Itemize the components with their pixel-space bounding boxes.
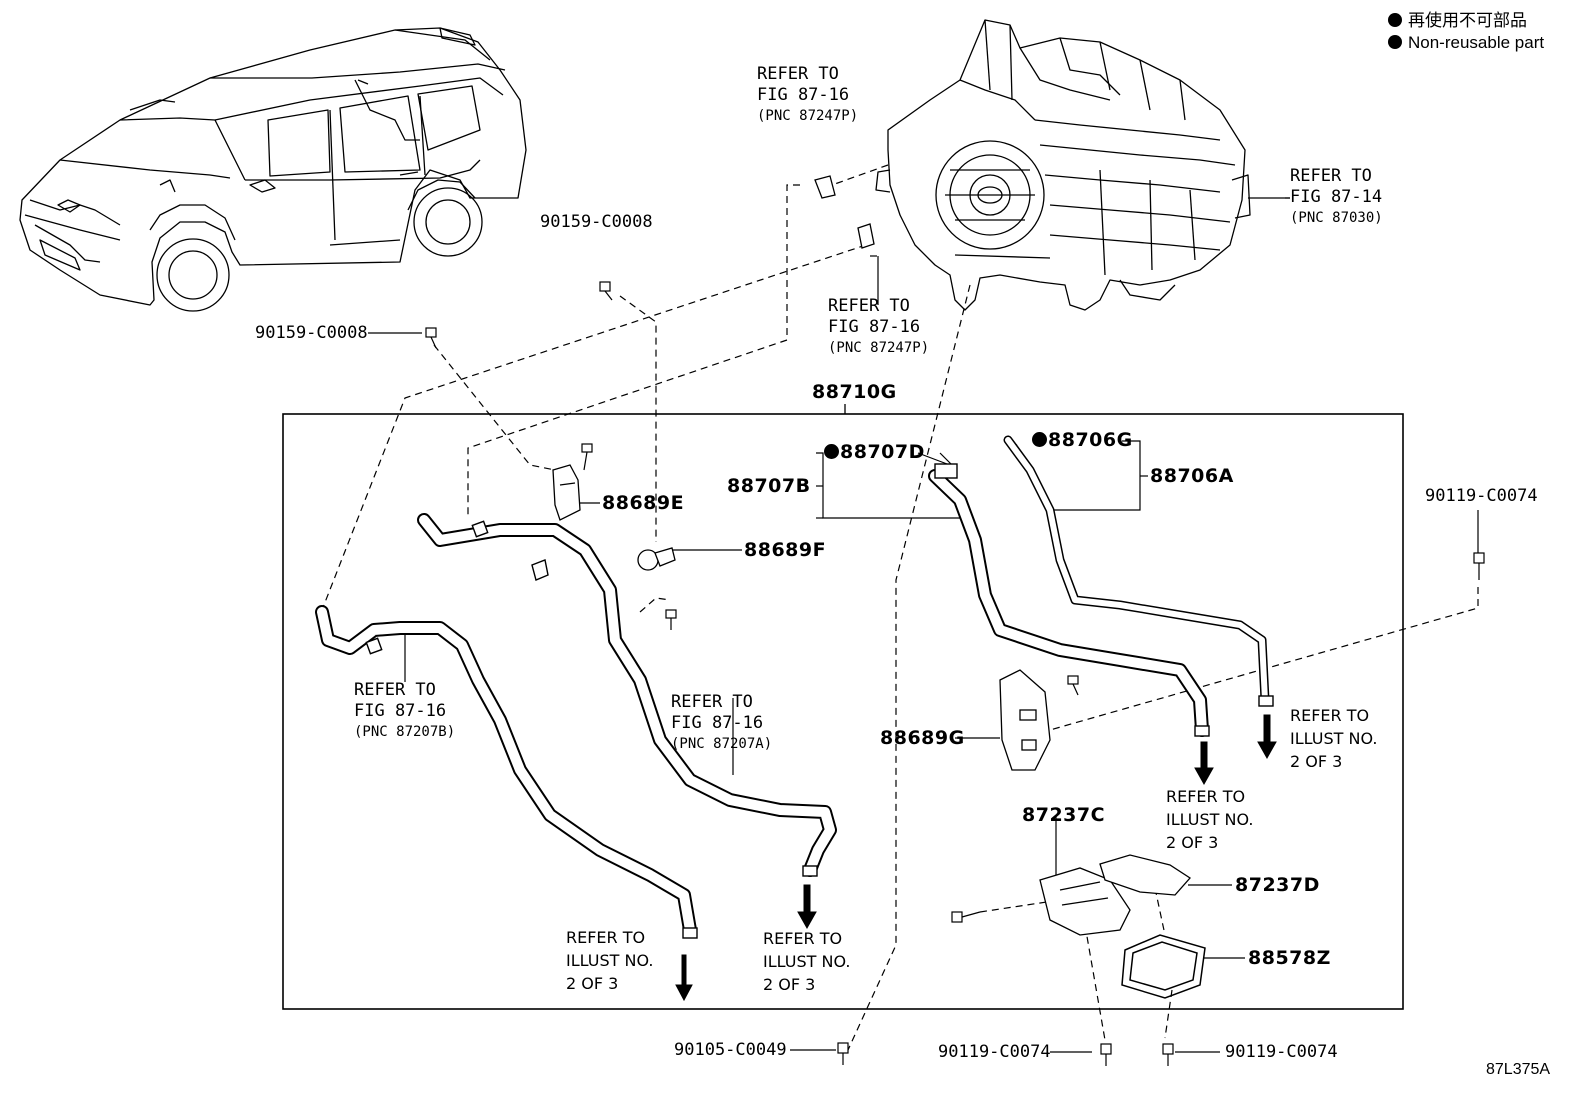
cover-87237c	[1039, 867, 1131, 936]
ref-line: (PNC 87247P)	[757, 108, 859, 124]
bolt-88689e	[581, 443, 593, 471]
ref-fig-87-16-center[interactable]: REFER TO FIG 87-16 (PNC 87207A)	[671, 692, 772, 755]
vehicle-illustration	[19, 27, 527, 312]
ref-illust-a[interactable]: REFER TO ILLUST NO. 2 OF 3	[566, 926, 653, 995]
ref-line: (PNC 87030)	[1290, 210, 1383, 226]
clip-upper	[814, 175, 875, 249]
part-label-87237d[interactable]: 87237D	[1235, 874, 1320, 896]
ref-line: FIG 87-16	[354, 701, 447, 721]
part-label-88706g[interactable]: 88706G	[1032, 431, 1133, 450]
seal-88578z	[1121, 934, 1206, 999]
ref-line: 2 OF 3	[1290, 752, 1343, 771]
ref-line: REFER TO	[671, 692, 753, 712]
bracket-88689g	[999, 669, 1051, 771]
legend-en-row: Non-reusable part	[1388, 32, 1544, 54]
non-reusable-dot-icon	[1032, 432, 1047, 447]
ref-line: REFER TO	[1290, 706, 1370, 725]
non-reusable-dot-icon	[1388, 13, 1402, 27]
ref-line: REFER TO	[354, 680, 436, 700]
bolt-88689f	[665, 609, 677, 630]
ref-line: REFER TO	[757, 64, 839, 84]
legend-jp-row: 再使用不可部品	[1388, 10, 1544, 32]
ref-line: REFER TO	[828, 296, 910, 316]
bolt-88689g	[1067, 675, 1079, 696]
part-label-90159-upper[interactable]: 90159-C0008	[540, 212, 653, 232]
ref-line: FIG 87-14	[1290, 187, 1383, 207]
ref-illust-c[interactable]: REFER TO ILLUST NO. 2 OF 3	[1166, 785, 1253, 854]
ref-fig-87-14[interactable]: REFER TO FIG 87-14 (PNC 87030)	[1290, 166, 1383, 229]
part-label-90119-bottom-right[interactable]: 90119-C0074	[1225, 1042, 1338, 1062]
ref-line: REFER TO	[566, 928, 646, 947]
ref-line: ILLUST NO.	[763, 952, 851, 971]
part-label-88710g[interactable]: 88710G	[812, 381, 897, 403]
hose-88707b	[928, 469, 1209, 737]
ref-fig-87-16-upper[interactable]: REFER TO FIG 87-16 (PNC 87247P)	[757, 64, 858, 127]
part-number-88706g: 88706G	[1048, 429, 1133, 451]
hvac-unit	[875, 19, 1251, 311]
part-label-90159-left[interactable]: 90159-C0008	[255, 323, 368, 343]
legend-jp: 再使用不可部品	[1408, 11, 1527, 30]
ref-line: (PNC 87247P)	[828, 340, 930, 356]
ref-line: REFER TO	[1166, 787, 1246, 806]
ref-line: 2 OF 3	[763, 975, 816, 994]
ref-line: FIG 87-16	[757, 85, 850, 105]
bolts-standalone	[425, 281, 1485, 1066]
part-label-88578z[interactable]: 88578Z	[1248, 947, 1331, 969]
ref-line: FIG 87-16	[671, 713, 764, 733]
ref-fig-87-16-left[interactable]: REFER TO FIG 87-16 (PNC 87207B)	[354, 680, 455, 743]
ref-line: ILLUST NO.	[1290, 729, 1378, 748]
clamp-88689f	[637, 547, 676, 571]
part-label-88707d[interactable]: 88707D	[824, 443, 925, 462]
part-label-87237c[interactable]: 87237C	[1022, 804, 1106, 826]
non-reusable-dot-icon	[824, 444, 839, 459]
part-label-88689f[interactable]: 88689F	[744, 539, 827, 561]
part-label-88706a[interactable]: 88706A	[1150, 465, 1234, 487]
ref-illust-d[interactable]: REFER TO ILLUST NO. 2 OF 3	[1290, 704, 1377, 773]
hose-fittings	[365, 463, 1274, 939]
ref-line: REFER TO	[1290, 166, 1372, 186]
non-reusable-dot-icon	[1388, 35, 1402, 49]
part-label-90105-bottom[interactable]: 90105-C0049	[674, 1040, 787, 1060]
down-arrows	[675, 714, 1277, 1002]
ref-line: FIG 87-16	[828, 317, 921, 337]
ref-line: ILLUST NO.	[566, 951, 654, 970]
cover-87237d	[1099, 854, 1191, 896]
ref-line: ILLUST NO.	[1166, 810, 1254, 829]
ref-line: 2 OF 3	[1166, 833, 1219, 852]
part-label-90119-bottom-left[interactable]: 90119-C0074	[938, 1042, 1051, 1062]
ref-fig-87-16-mid[interactable]: REFER TO FIG 87-16 (PNC 87247P)	[828, 296, 929, 359]
ref-line: (PNC 87207B)	[354, 724, 456, 740]
part-label-88707b[interactable]: 88707B	[727, 475, 811, 497]
part-label-90119-right[interactable]: 90119-C0074	[1425, 486, 1538, 506]
part-label-88689e[interactable]: 88689E	[602, 492, 685, 514]
ref-illust-b[interactable]: REFER TO ILLUST NO. 2 OF 3	[763, 927, 850, 996]
bracket-88689e	[552, 464, 581, 521]
bolt-87237c	[951, 911, 981, 923]
assembly-frame	[282, 413, 1404, 1010]
figure-id: 87L375A	[1486, 1061, 1551, 1078]
legend-en: Non-reusable part	[1408, 33, 1545, 52]
ref-line: 2 OF 3	[566, 974, 619, 993]
ref-line: (PNC 87207A)	[671, 736, 773, 752]
part-number-88707d: 88707D	[840, 441, 925, 463]
part-label-88689g[interactable]: 88689G	[880, 727, 965, 749]
ref-line: REFER TO	[763, 929, 843, 948]
legend: 再使用不可部品 Non-reusable part	[1388, 10, 1544, 54]
hoses	[315, 435, 1270, 937]
